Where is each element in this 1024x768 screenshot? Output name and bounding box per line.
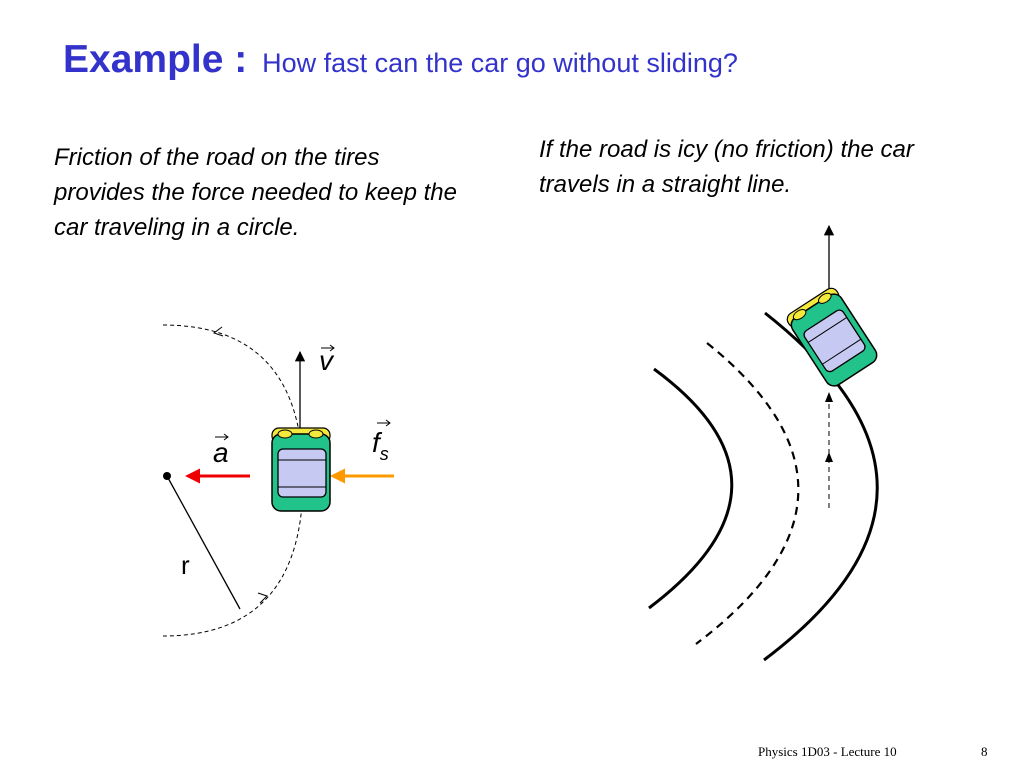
car-on-curve — [271, 427, 331, 512]
path-direction-arrow-bottom — [257, 592, 268, 604]
slide-title: Example : How fast can the car go withou… — [63, 38, 738, 82]
radius-line — [166, 475, 241, 610]
velocity-label: v — [319, 344, 335, 376]
title-lead: Example : — [63, 38, 248, 81]
svg-text:fs: fs — [372, 427, 389, 464]
friction-subscript: s — [380, 444, 389, 464]
icy-road-explanation-text: If the road is icy (no friction) the car… — [539, 136, 914, 198]
footer-course-label: Physics 1D03 - Lecture 10 — [758, 744, 897, 759]
title-question: How fast can the car go without sliding? — [262, 48, 738, 78]
radius-label: r — [181, 550, 190, 580]
path-direction-arrow-top — [212, 326, 224, 337]
straight-path-arrowhead-lower — [825, 452, 833, 462]
footer-page-number: 8 — [981, 744, 988, 759]
circular-path-arc — [162, 324, 304, 637]
car-sliding-straight — [786, 287, 878, 387]
acceleration-symbol: a — [213, 437, 229, 468]
friction-label: fs — [372, 419, 391, 464]
acceleration-label: a — [213, 433, 229, 468]
friction-symbol: f — [372, 427, 383, 458]
road-center-line — [695, 342, 800, 645]
road-inner-edge — [648, 367, 734, 610]
velocity-symbol: v — [319, 345, 335, 376]
friction-explanation-text: Friction of the road on the tires provid… — [54, 144, 457, 241]
straight-path-arrowhead-upper — [825, 392, 833, 402]
